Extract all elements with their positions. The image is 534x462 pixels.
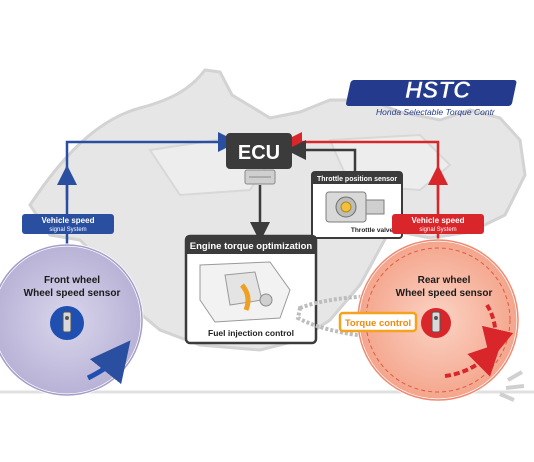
front-rotation-arrow [86, 340, 131, 385]
throttle-to-ecu-line [286, 140, 357, 172]
hstc-logo: HSTC Honda Selectable Torque Contr [346, 77, 517, 117]
throttle-body-illustration [325, 191, 385, 223]
rear-rotation-arrow-2 [444, 342, 502, 378]
rear-rotation-arrow-1 [482, 303, 514, 361]
hstc-wordmark: HSTC [405, 77, 471, 104]
torque-control-label: Torque control [345, 318, 411, 329]
engine-torque-title: Engine torque optimization [190, 241, 313, 252]
ecu-label: ECU [238, 142, 280, 164]
fuel-injection-caption: Fuel injection control [208, 328, 294, 338]
throttle-sensor-box: Throttle position sensor Throttle valve [311, 171, 403, 239]
ecu-box: ECU [226, 133, 292, 185]
hstc-subtitle: Honda Selectable Torque Contr [376, 107, 496, 117]
front-speed-tag-line1: Vehicle speed [42, 216, 95, 225]
rear-wheel: Rear wheel Wheel speed sensor [356, 238, 525, 402]
front-wheel: Front wheel Wheel speed sensor [0, 243, 144, 397]
rear-speed-tag: Vehicle speed signal System [392, 214, 484, 234]
rear-speed-tag-line2: signal System [419, 227, 456, 233]
rear-speed-sensor-icon [431, 311, 441, 333]
front-speed-tag: Vehicle speed signal System [22, 214, 114, 234]
rear-speed-tag-line1: Vehicle speed [412, 216, 465, 225]
throttle-valve-caption: Throttle valve [351, 227, 394, 234]
engine-illustration [199, 261, 291, 323]
front-speed-sensor-icon [62, 311, 72, 333]
throttle-sensor-title: Throttle position sensor [317, 176, 397, 183]
front-wheel-label-2: Wheel speed sensor [24, 288, 121, 299]
front-speed-tag-line2: signal System [49, 227, 86, 233]
torque-control-tag: Torque control [338, 311, 418, 333]
front-wheel-label-1: Front wheel [44, 275, 100, 286]
engine-torque-box: Engine torque optimization Fuel injectio… [184, 234, 318, 345]
tire-spray [499, 370, 525, 402]
rear-wheel-label-1: Rear wheel [418, 275, 471, 286]
rear-wheel-label-2: Wheel speed sensor [396, 288, 493, 299]
